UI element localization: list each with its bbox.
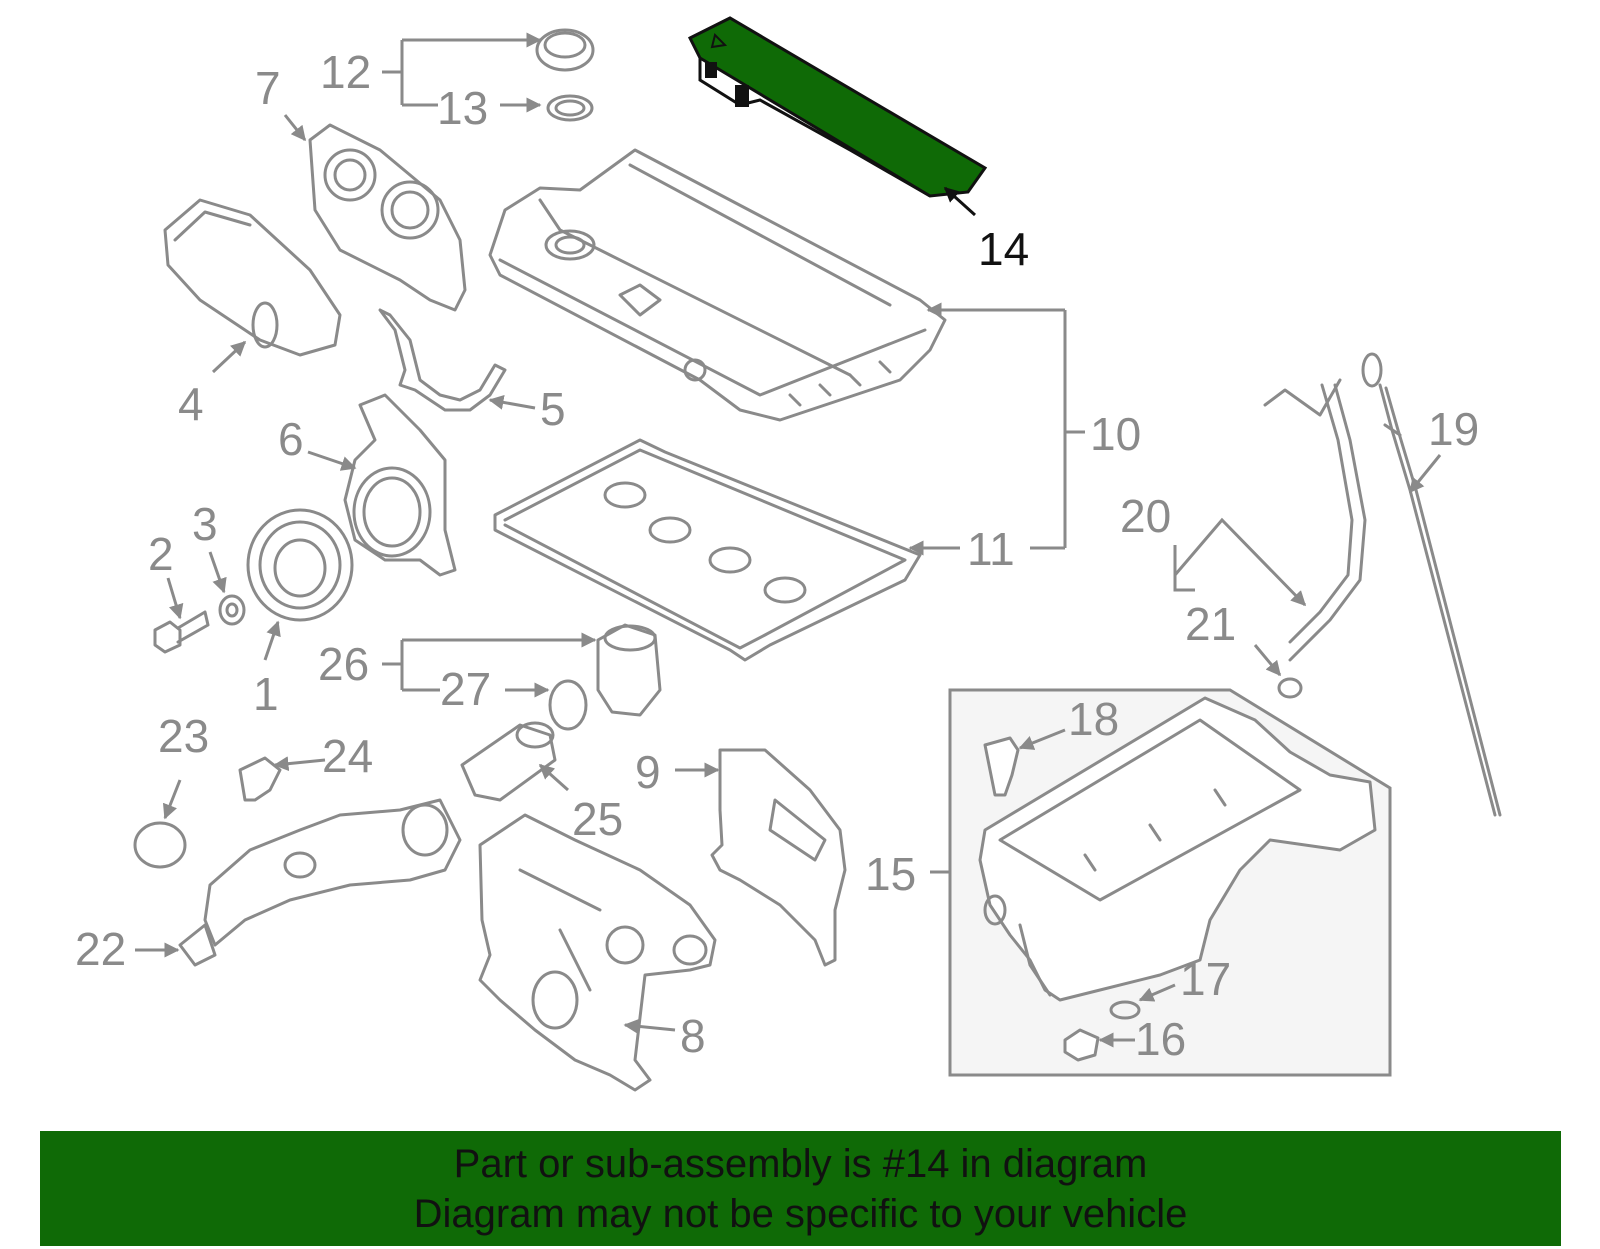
- part-13-seal-ring[interactable]: [546, 94, 594, 122]
- callout-16: 16: [1135, 1013, 1186, 1065]
- info-banner: Part or sub-assembly is #14 in diagram D…: [40, 1131, 1561, 1246]
- callout-17: 17: [1180, 953, 1231, 1005]
- part-2-bolt[interactable]: [153, 610, 210, 654]
- part-24-sensor[interactable]: [238, 756, 282, 802]
- callout-13: 13: [437, 82, 488, 134]
- callout-18: 18: [1068, 693, 1119, 745]
- part-19-dipstick[interactable]: [1361, 352, 1502, 817]
- callout-27: 27: [440, 663, 491, 715]
- part-11-gasket[interactable]: [493, 438, 922, 662]
- part-23-o-ring[interactable]: [133, 821, 187, 869]
- callout-26: 26: [318, 638, 369, 690]
- part-4-timing-cover-front[interactable]: [163, 198, 342, 357]
- part-6-back-plate[interactable]: [343, 393, 457, 577]
- callout-22: 22: [75, 923, 126, 975]
- callout-9: 9: [635, 746, 661, 798]
- callout-12: 12: [320, 46, 371, 98]
- callout-7: 7: [255, 62, 281, 114]
- callout-20: 20: [1120, 490, 1171, 542]
- callout-2: 2: [148, 528, 174, 580]
- part-18-plug[interactable]: [983, 736, 1020, 797]
- part-15-oil-pan-assembly[interactable]: [948, 688, 1392, 1077]
- part-1-crank-pulley[interactable]: [246, 508, 354, 622]
- part-7-timing-cover-upper[interactable]: [308, 123, 467, 312]
- part-5-gasket-strip[interactable]: [378, 308, 507, 412]
- part-20-dipstick-tube[interactable]: [1263, 378, 1367, 662]
- callout-23: 23: [158, 710, 209, 762]
- part-17-washer[interactable]: [1109, 1000, 1141, 1020]
- callout-3: 3: [192, 498, 218, 550]
- callout-10: 10: [1090, 408, 1141, 460]
- callout-6: 6: [278, 413, 304, 465]
- part-8-front-case[interactable]: [478, 813, 717, 1092]
- banner-line-part-number: Part or sub-assembly is #14 in diagram: [453, 1142, 1148, 1186]
- banner-line-disclaimer: Diagram may not be specific to your vehi…: [413, 1192, 1188, 1236]
- callout-24: 24: [322, 730, 373, 782]
- callout-25: 25: [572, 793, 623, 845]
- callout-21: 21: [1185, 598, 1236, 650]
- part-12-filler-cap[interactable]: [535, 28, 595, 72]
- part-26-filter-cap[interactable]: [596, 623, 662, 717]
- callout-1: 1: [253, 668, 279, 720]
- part-14-engine-cover[interactable]: [687, 16, 988, 198]
- callout-5: 5: [540, 383, 566, 435]
- part-21-o-ring[interactable]: [1277, 677, 1303, 699]
- callout-19: 19: [1428, 403, 1479, 455]
- callout-11: 11: [967, 523, 1015, 575]
- callout-14-highlighted: 14: [978, 223, 1029, 275]
- exploded-parts-diagram: 1 2 3 4 5 6 7 8 9 10 11 12 13 14 15 16 1…: [75, 16, 1502, 1092]
- part-27-o-ring[interactable]: [548, 679, 588, 731]
- part-9-cover-gasket[interactable]: [710, 748, 847, 967]
- part-22-housing[interactable]: [178, 798, 462, 967]
- callout-labels: 1 2 3 4 5 6 7 8 9 10 11 12 13 14 15 16 1…: [75, 46, 1479, 1065]
- part-3-washer[interactable]: [218, 594, 246, 626]
- part-25-oil-filter[interactable]: [460, 721, 557, 802]
- part-16-drain-plug[interactable]: [1063, 1028, 1100, 1062]
- callout-8: 8: [680, 1010, 706, 1062]
- callout-15: 15: [865, 848, 916, 900]
- callout-4: 4: [178, 378, 204, 430]
- part-10-valve-cover[interactable]: [488, 148, 947, 422]
- leader-lines: [135, 32, 1442, 1048]
